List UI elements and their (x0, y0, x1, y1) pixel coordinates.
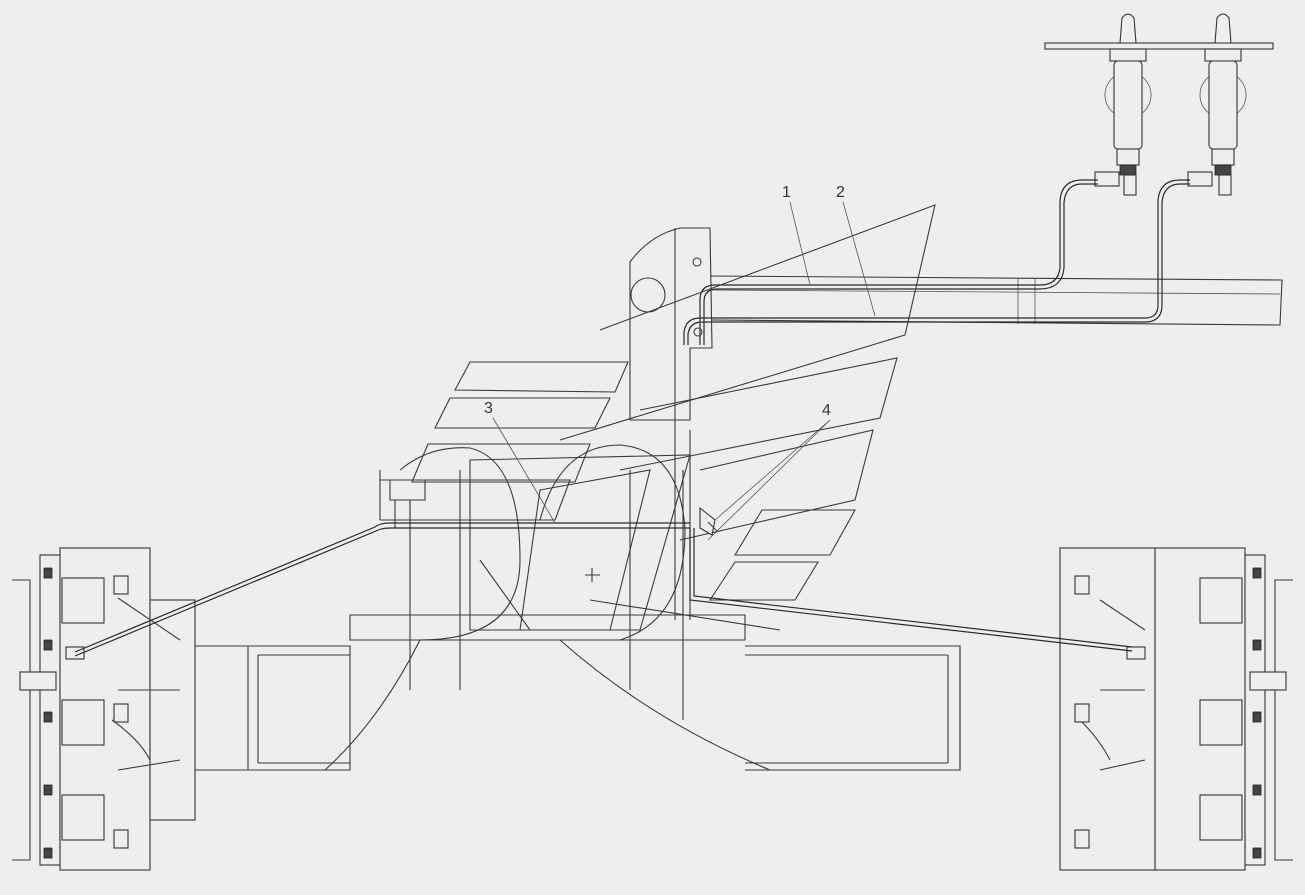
brake-chamber-assembly (1044, 13, 1274, 196)
tee-fitting (699, 506, 719, 536)
differential-housing (324, 444, 771, 771)
callout-leaders (492, 201, 876, 541)
mounting-plate (1044, 42, 1274, 50)
hatch-panels (380, 204, 936, 631)
wheel-hub-right (1059, 547, 1293, 871)
callout-1: 1 (782, 184, 791, 201)
callout-4: 4 (822, 402, 831, 419)
axle-tube-left (195, 645, 351, 771)
wheel-hub-left (12, 547, 196, 871)
brake-hose-right (689, 528, 1133, 652)
center-bracket (629, 227, 713, 620)
brake-hose-left (74, 522, 690, 657)
callout-2: 2 (836, 184, 845, 201)
axle-tube-right (745, 645, 961, 771)
brake-pipe-2 (683, 179, 1190, 345)
callout-3: 3 (484, 400, 493, 417)
brake-pipe-1 (699, 179, 1098, 345)
